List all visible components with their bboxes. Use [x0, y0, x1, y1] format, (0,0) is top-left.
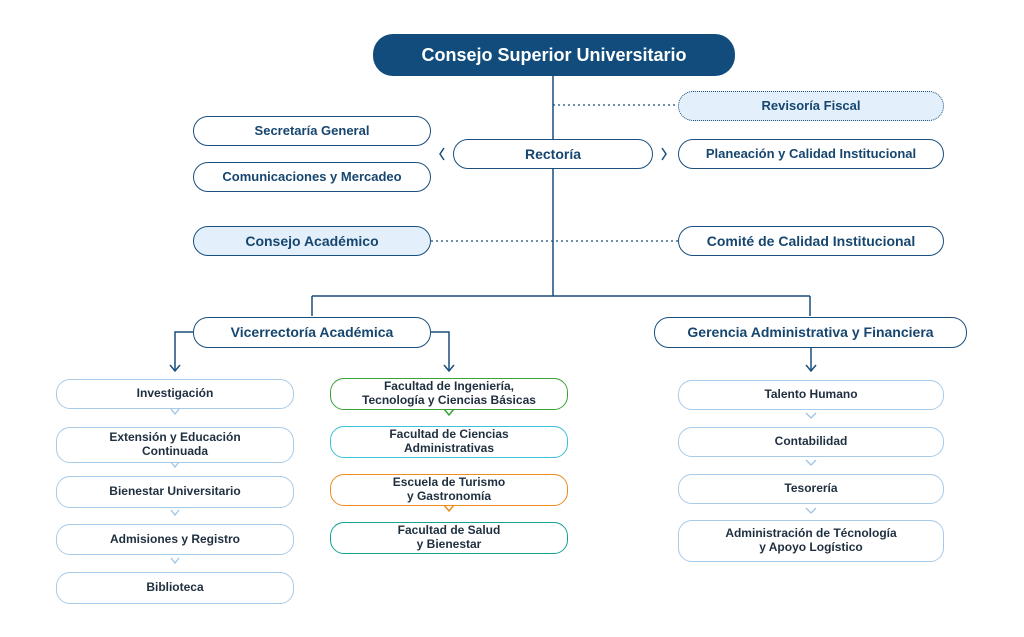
consejo-superior-node: Consejo Superior Universitario — [373, 34, 735, 76]
rectoria-node: Rectoría — [453, 139, 653, 169]
faculty-turismo: Escuela de Turismo y Gastronomía — [330, 474, 568, 506]
vice-item-extension: Extensión y Educación Continuada — [56, 427, 294, 463]
vicerrectoria-node: Vicerrectoría Académica — [193, 317, 431, 348]
faculty-ciencias-administrativas: Facultad de Ciencias Administrativas — [330, 426, 568, 458]
vice-item-bienestar: Bienestar Universitario — [56, 476, 294, 508]
gerencia-node: Gerencia Administrativa y Financiera — [654, 317, 967, 348]
vice-item-admisiones: Admisiones y Registro — [56, 524, 294, 555]
vice-item-biblioteca: Biblioteca — [56, 572, 294, 604]
gerencia-item-administracion: Administración de Técnología y Apoyo Log… — [678, 520, 944, 562]
secretaria-general-node: Secretaría General — [193, 116, 431, 146]
gerencia-item-contabilidad: Contabilidad — [678, 427, 944, 457]
gerencia-item-talento: Talento Humano — [678, 380, 944, 410]
comunicaciones-node: Comunicaciones y Mercadeo — [193, 162, 431, 192]
faculty-salud: Facultad de Salud y Bienestar — [330, 522, 568, 554]
vice-item-investigacion: Investigación — [56, 379, 294, 409]
planeacion-node: Planeación y Calidad Institucional — [678, 139, 944, 169]
revisoria-fiscal-node: Revisoría Fiscal — [678, 91, 944, 121]
comite-calidad-node: Comité de Calidad Institucional — [678, 226, 944, 256]
faculty-ingenieria: Facultad de Ingeniería, Tecnología y Cie… — [330, 378, 568, 410]
consejo-academico-node: Consejo Académico — [193, 226, 431, 256]
gerencia-item-tesoreria: Tesorería — [678, 474, 944, 504]
